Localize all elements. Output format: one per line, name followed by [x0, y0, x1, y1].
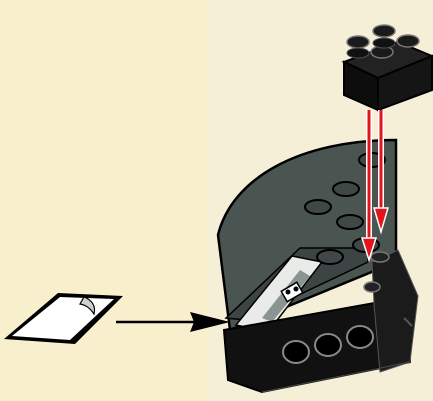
sticker-sheet-icon — [4, 293, 123, 344]
arrow-right-icon — [116, 312, 230, 332]
black-2x2-brick — [344, 25, 432, 110]
